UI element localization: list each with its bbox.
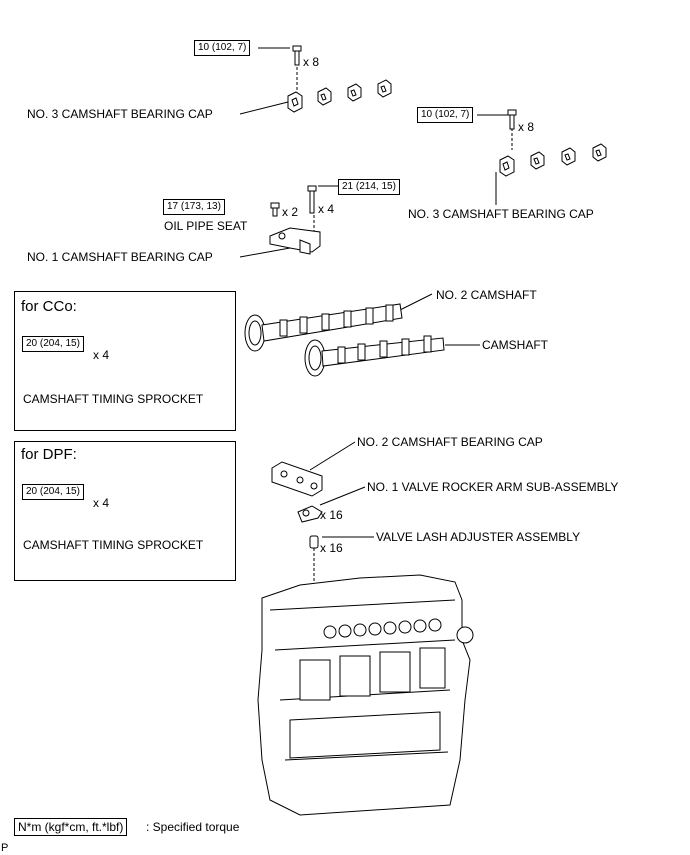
label-no3-cap-right: NO. 3 CAMSHAFT BEARING CAP [408, 207, 594, 221]
legend-text: : Specified torque [146, 820, 240, 834]
panel-dpf: for DPF: 20 (204, 15) x 4 CAMSHAFT TIMIN… [14, 441, 236, 581]
panel-cco: for CCo: 20 (204, 15) x 4 CAMSHAFT TIMIN… [14, 291, 236, 431]
corner-code: P [1, 842, 9, 854]
panel-cco-title: for CCo: [21, 298, 77, 315]
no3-caps-top [287, 79, 392, 113]
qty-x8-top: x 8 [303, 55, 320, 69]
torque-spec-oil: 17 (173, 13) [163, 199, 225, 215]
camshafts [244, 303, 445, 377]
lash-adjuster [309, 535, 319, 549]
torque-spec-cco: 20 (204, 15) [22, 336, 84, 352]
qty-x16-lash: x 16 [320, 541, 343, 555]
label-no2-cap: NO. 2 CAMSHAFT BEARING CAP [357, 435, 543, 449]
no1-cap [269, 227, 321, 255]
qty-x8-right: x 8 [518, 120, 535, 134]
qty-x2: x 2 [282, 205, 299, 219]
label-camshaft: CAMSHAFT [482, 338, 548, 352]
label-sprocket-dpf: CAMSHAFT TIMING SPROCKET [23, 538, 204, 552]
torque-spec-dpf: 20 (204, 15) [22, 484, 84, 500]
qty-x16-rocker: x 16 [320, 508, 343, 522]
qty-x4-cco: x 4 [93, 348, 110, 362]
torque-spec-right: 10 (102, 7) [417, 107, 474, 123]
qty-x4-no1: x 4 [318, 202, 335, 216]
label-oil-pipe-seat: OIL PIPE SEAT [164, 219, 248, 233]
panel-dpf-title: for DPF: [21, 446, 77, 463]
label-lash-adjuster: VALVE LASH ADJUSTER ASSEMBLY [376, 530, 581, 544]
no3-caps-right [499, 143, 607, 177]
qty-x4-dpf: x 4 [93, 496, 110, 510]
label-rocker-arm: NO. 1 VALVE ROCKER ARM SUB-ASSEMBLY [367, 480, 619, 494]
label-no2-camshaft: NO. 2 CAMSHAFT [436, 288, 537, 302]
legend-unit-box: N*m (kgf*cm, ft.*lbf) [14, 818, 128, 836]
label-no3-cap-left: NO. 3 CAMSHAFT BEARING CAP [27, 107, 213, 121]
torque-spec-no1: 21 (214, 15) [338, 179, 400, 195]
label-sprocket-cco: CAMSHAFT TIMING SPROCKET [23, 392, 204, 406]
engine-block [257, 574, 474, 816]
torque-spec-top: 10 (102, 7) [194, 40, 251, 56]
label-no1-cap: NO. 1 CAMSHAFT BEARING CAP [27, 250, 213, 264]
rocker-arm [297, 505, 323, 523]
no2-cap [271, 461, 323, 497]
